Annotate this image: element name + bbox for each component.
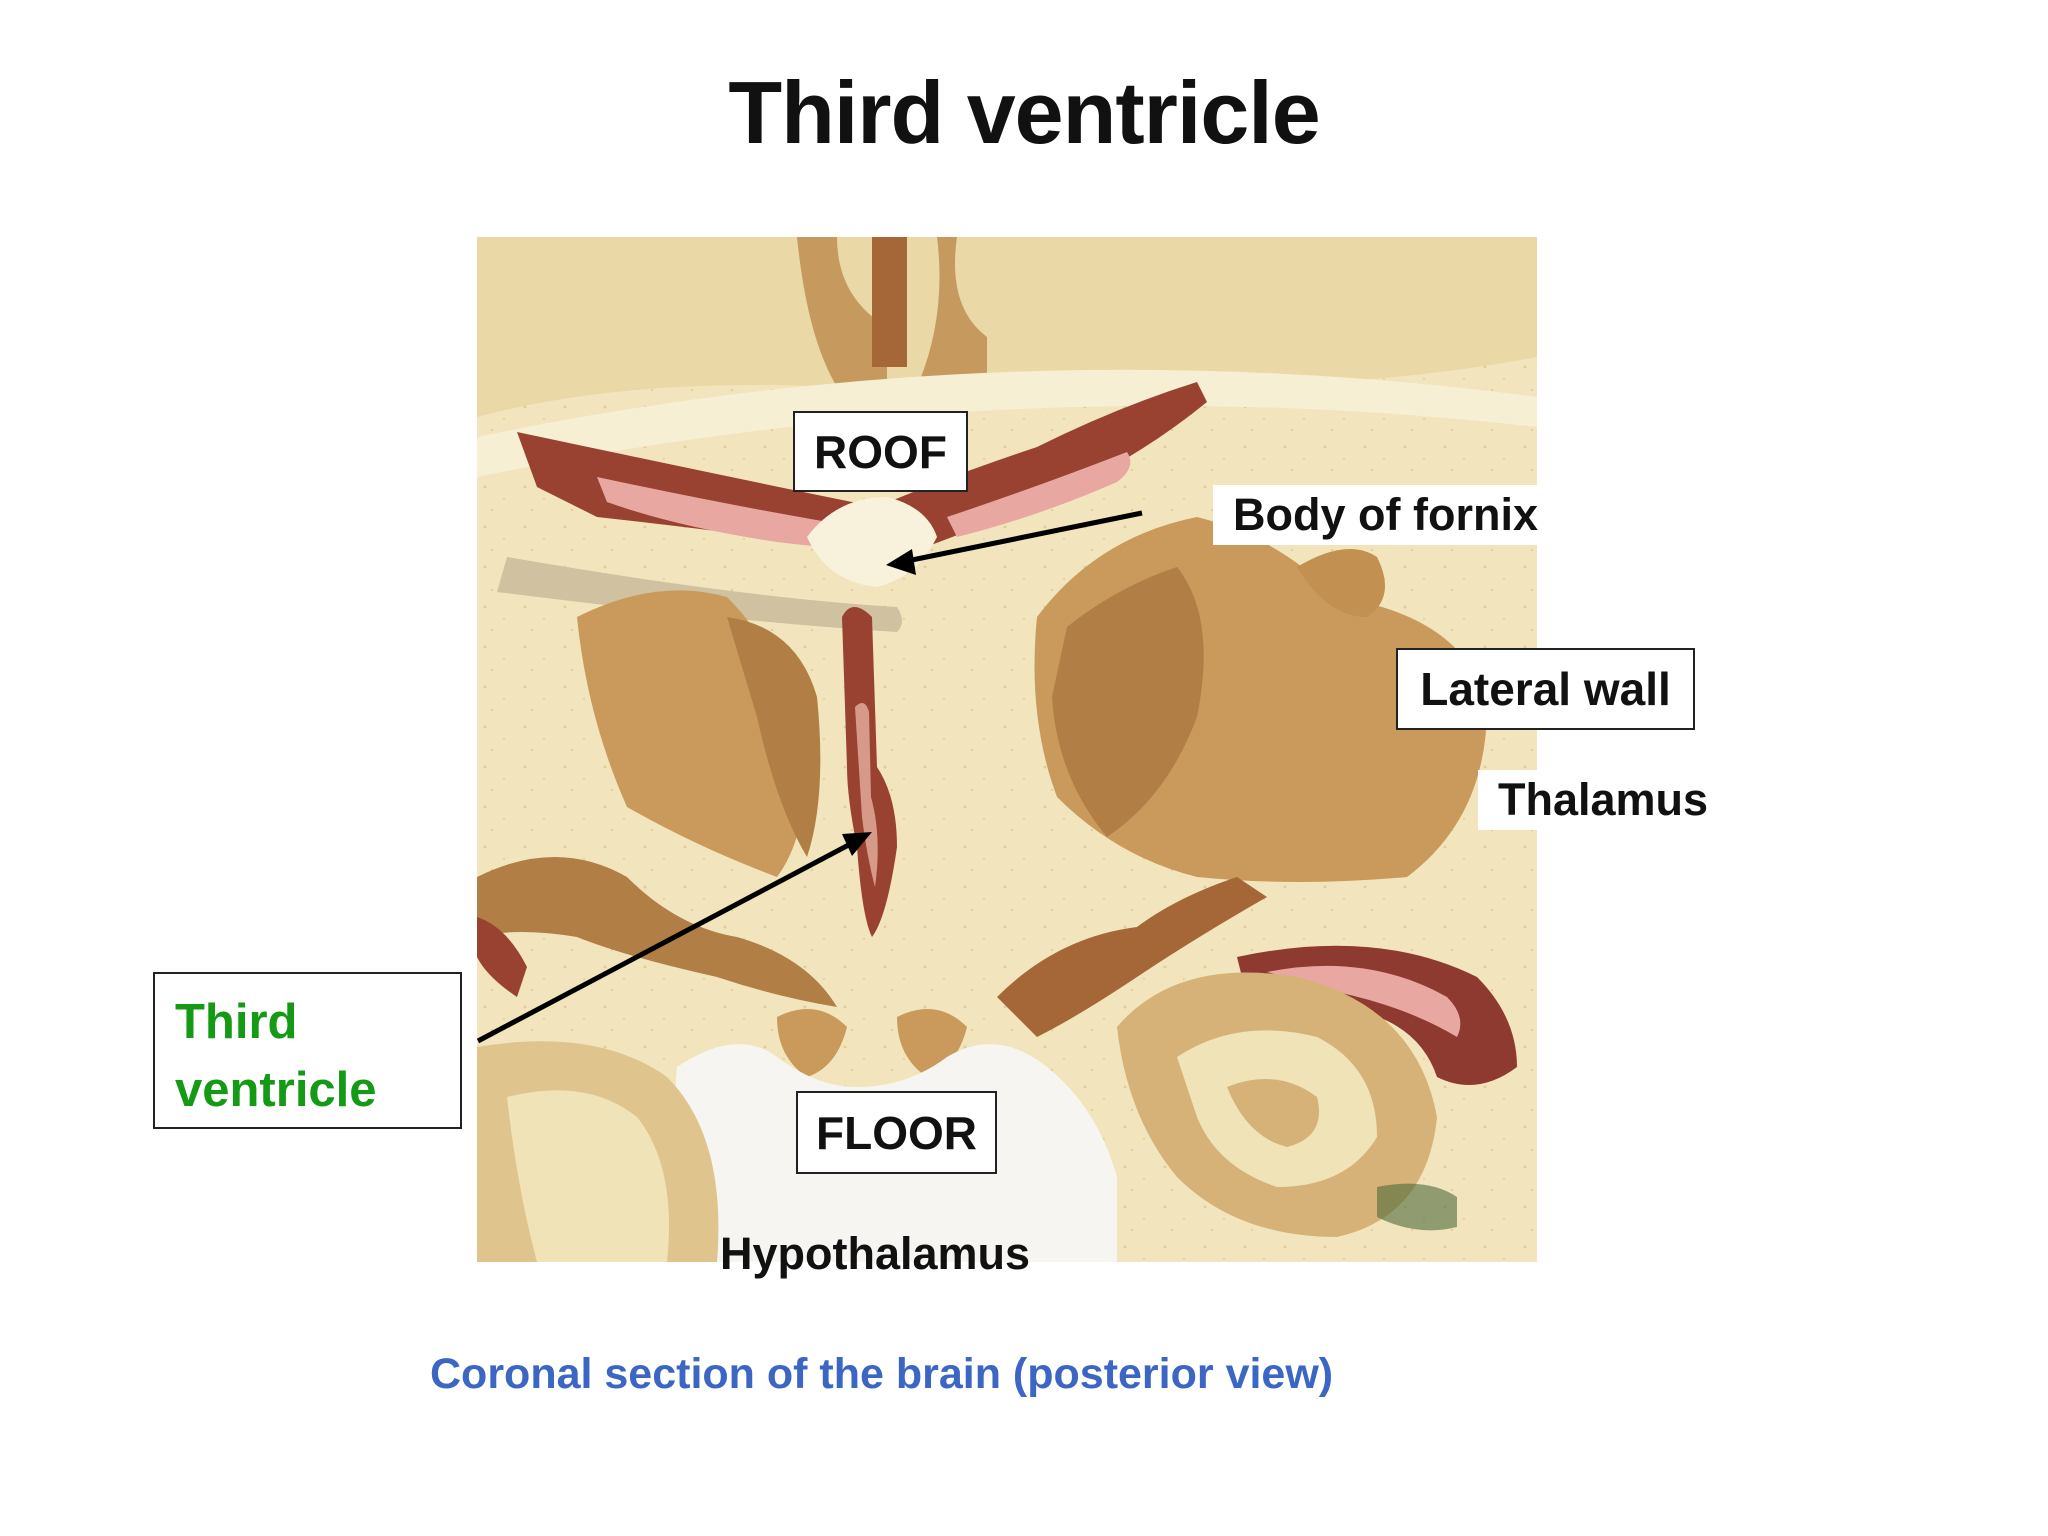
figure-caption: Coronal section of the brain (posterior … <box>430 1350 1334 1398</box>
third-ventricle-label: Third ventricle <box>153 972 462 1129</box>
lateral-wall-label: Lateral wall <box>1396 648 1695 730</box>
hypothalamus-label: Hypothalamus <box>720 1228 1031 1279</box>
page-title: Third ventricle <box>728 63 1320 162</box>
roof-label: ROOF <box>793 411 968 492</box>
body-of-fornix-label: Body of fornix <box>1213 485 1558 545</box>
thalamus-label: Thalamus <box>1478 770 1729 830</box>
floor-label: FLOOR <box>796 1091 997 1174</box>
third-ventricle-label-line1: Third <box>175 995 298 1049</box>
third-ventricle-label-line2: ventricle <box>175 1063 377 1117</box>
brain-section-image <box>477 237 1537 1262</box>
